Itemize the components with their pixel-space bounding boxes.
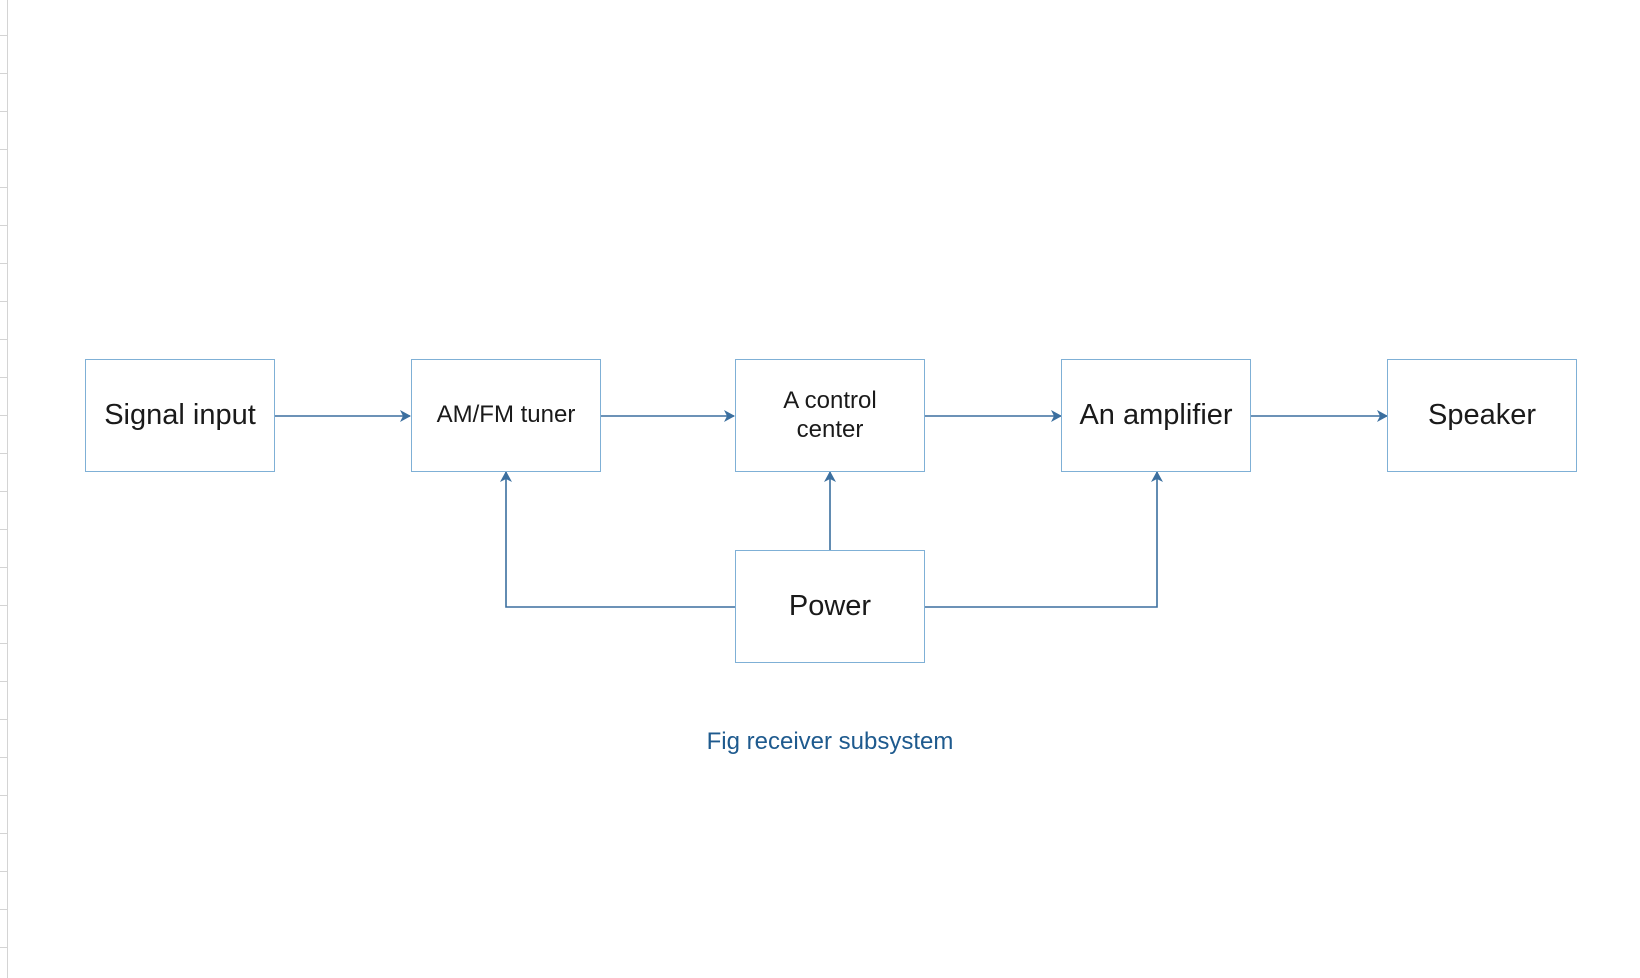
ruler-tick — [0, 35, 7, 36]
power-label: Power — [788, 590, 872, 623]
ruler-tick — [0, 111, 7, 112]
signal-input-label: Signal input — [104, 399, 256, 432]
arrow-power-to-amplifier — [925, 471, 1163, 608]
ruler-tick — [0, 871, 7, 872]
ruler-tick — [0, 225, 7, 226]
tuner-block[interactable]: AM/FM tuner — [411, 359, 601, 472]
signal-input-block[interactable]: Signal input — [85, 359, 275, 472]
ruler-tick — [0, 909, 7, 910]
power-block[interactable]: Power — [735, 550, 925, 663]
ruler-tick — [0, 73, 7, 74]
ruler-tick — [0, 453, 7, 454]
control-center-block[interactable]: A control center — [735, 359, 925, 472]
speaker-block[interactable]: Speaker — [1387, 359, 1577, 472]
control-center-label: A control center — [783, 386, 877, 443]
diagram-caption: Fig receiver subsystem — [706, 728, 954, 755]
ruler-tick — [0, 567, 7, 568]
ruler-tick — [0, 643, 7, 644]
ruler-tick — [0, 187, 7, 188]
ruler-tick — [0, 681, 7, 682]
ruler-tick — [0, 263, 7, 264]
ruler-tick — [0, 149, 7, 150]
amplifier-block[interactable]: An amplifier — [1061, 359, 1251, 472]
ruler-tick — [0, 529, 7, 530]
ruler-tick — [0, 757, 7, 758]
amplifier-label: An amplifier — [1079, 399, 1233, 432]
ruler-tick — [0, 719, 7, 720]
ruler-tick — [0, 377, 7, 378]
arrow-power-to-tuner — [500, 471, 735, 608]
ruler-tick — [0, 491, 7, 492]
ruler-tick — [0, 339, 7, 340]
ruler-tick — [0, 605, 7, 606]
ruler-tick — [0, 833, 7, 834]
ruler-tick — [0, 947, 7, 948]
speaker-label: Speaker — [1427, 399, 1536, 432]
ruler-tick — [0, 415, 7, 416]
left-ruler — [0, 0, 8, 978]
ruler-tick — [0, 795, 7, 796]
tuner-label: AM/FM tuner — [436, 401, 576, 429]
ruler-tick — [0, 301, 7, 302]
